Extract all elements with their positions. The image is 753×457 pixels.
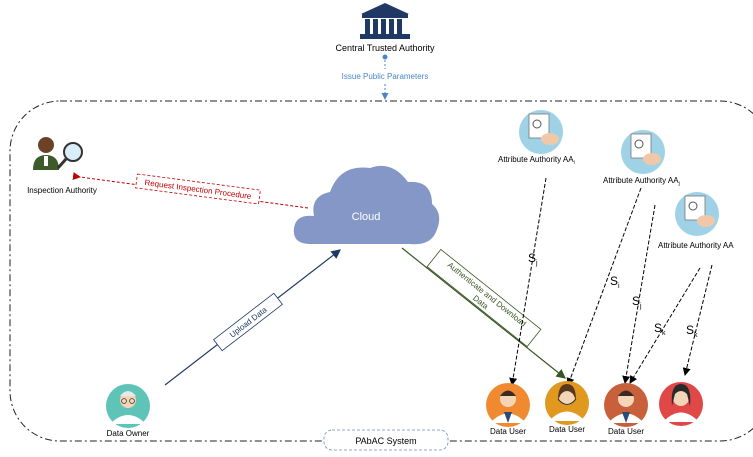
central-authority-bank-icon <box>360 3 410 39</box>
data-user-1-label: Data User <box>490 427 526 436</box>
pabac-system-label: PAbAC System <box>355 436 416 446</box>
key-arrow-aa1-user1 <box>509 177 547 386</box>
authenticate-arrow <box>401 247 566 379</box>
key-arrow-aa3-user3 <box>629 267 701 384</box>
attribute-authority-2-name: Attribute Authority AA <box>603 176 679 185</box>
data-user-2-avatar <box>545 381 589 425</box>
central-authority-label: Central Trusted Authority <box>335 43 435 53</box>
attribute-authority-2-subscript: j <box>678 181 680 187</box>
secret-key-1-subscript: j <box>535 260 538 267</box>
data-user-4-avatar <box>659 382 703 426</box>
pabac-system-label-box <box>323 429 449 451</box>
attribute-authority-2-icon <box>621 130 665 174</box>
secret-key-label-5: Sk <box>686 323 698 339</box>
attribute-authority-3-label: Attribute Authority AA <box>658 241 734 250</box>
data-owner-avatar <box>106 384 150 428</box>
secret-key-3-letter: S <box>632 294 640 308</box>
inspection-authority-icon <box>33 137 83 170</box>
data-user-1-avatar <box>486 383 530 427</box>
attribute-authority-1-name: Attribute Authority AA <box>498 155 574 164</box>
secret-key-5-subscript: k <box>694 332 698 339</box>
secret-key-label-3: Sj <box>632 294 642 310</box>
request-inspection-box <box>135 173 261 205</box>
attribute-authority-1-subscript: i <box>574 160 575 166</box>
upload-label: Upload Data <box>228 305 269 340</box>
secret-key-2-subscript: i <box>618 283 620 290</box>
secret-key-2-letter: S <box>610 274 618 288</box>
authenticate-label-line1: Authenticate and Download <box>446 260 528 328</box>
secret-key-5-letter: S <box>686 323 694 337</box>
data-user-3-label: Data User <box>608 427 644 436</box>
authenticate-label-box <box>426 248 542 348</box>
cloud-label: Cloud <box>352 211 381 223</box>
upload-label-box <box>213 292 283 352</box>
attribute-authority-1-label: Attribute Authority AAi <box>498 155 575 166</box>
secret-key-1-letter: S <box>528 251 536 265</box>
secret-key-4-subscript: k <box>662 330 666 337</box>
attribute-authority-1-icon <box>519 110 563 154</box>
key-arrow-aa3-user4 <box>682 264 713 376</box>
secret-key-label-1: Sj <box>528 251 538 267</box>
secret-key-label-4: Sk <box>654 321 666 337</box>
secret-key-3-subscript: j <box>639 303 642 310</box>
data-user-3-avatar <box>604 383 648 427</box>
cloud-shape <box>293 165 440 245</box>
attribute-authority-2-label: Attribute Authority AAj <box>603 176 680 187</box>
data-owner-label: Data Owner <box>107 429 150 438</box>
issue-connector-dot <box>382 54 388 60</box>
inspection-authority-label: Inspection Authority <box>27 186 97 195</box>
secret-key-label-2: Si <box>610 274 620 290</box>
attribute-authority-3-icon <box>675 192 719 236</box>
data-user-2-label: Data User <box>549 425 585 434</box>
key-arrow-aa2-user2 <box>566 187 642 386</box>
secret-key-4-letter: S <box>654 321 662 335</box>
key-arrow-aa2-user3 <box>622 204 656 384</box>
issue-params-label: Issue Public Parameters <box>342 72 429 81</box>
